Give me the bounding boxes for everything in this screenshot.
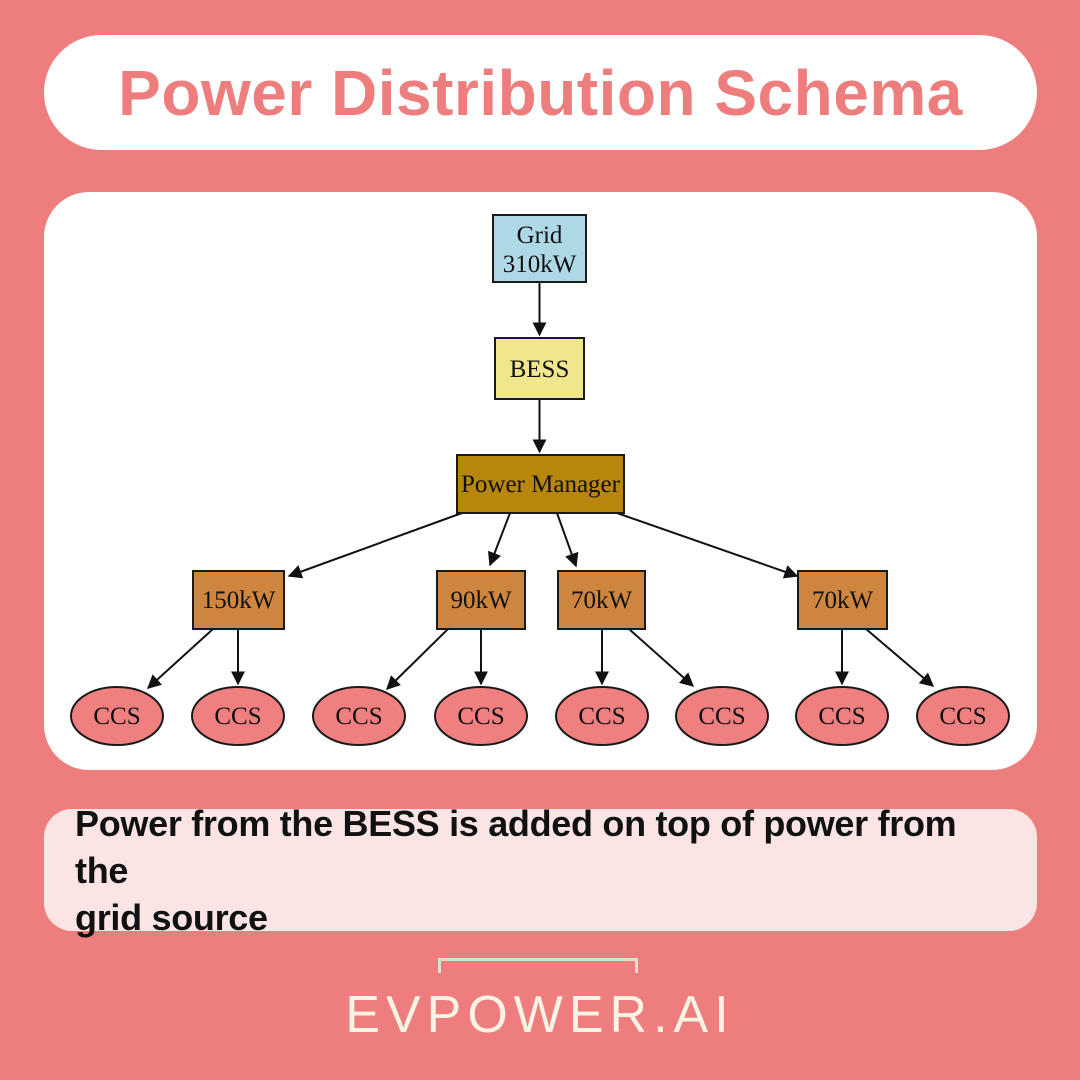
caption-card: Power from the BESS is added on top of p…	[44, 803, 1037, 938]
node-ccs-1: CCS	[70, 686, 164, 746]
page-title: Power Distribution Schema	[118, 56, 963, 129]
ccs-5-ellipse	[555, 686, 649, 746]
node-bess: BESS	[494, 337, 585, 400]
ccs-6-ellipse	[675, 686, 769, 746]
node-charger-4: 70kW	[797, 570, 888, 630]
grid-label-line1: Grid	[517, 222, 563, 249]
edge-charger3-ccs6	[628, 628, 695, 687]
ccs-6-label: CCS	[698, 703, 745, 730]
node-charger-1: 150kW	[192, 570, 285, 630]
ccs-8-label: CCS	[939, 703, 986, 730]
diagram-edges	[146, 282, 935, 690]
ccs-7-label: CCS	[818, 703, 865, 730]
bracket-decoration	[438, 958, 638, 973]
ccs-1-label: CCS	[93, 703, 140, 730]
node-ccs-4: CCS	[434, 686, 528, 746]
ccs-3-ellipse	[312, 686, 406, 746]
charger-3-box	[557, 570, 646, 630]
caption-line-1: Power from the BESS is added on top of p…	[75, 802, 957, 891]
ccs-4-label: CCS	[457, 703, 504, 730]
node-ccs-2: CCS	[191, 686, 285, 746]
node-ccs-3: CCS	[312, 686, 406, 746]
title-banner: Power Distribution Schema	[44, 35, 1037, 150]
charger-2-label: 90kW	[450, 587, 512, 614]
edge-charger2-ccs3	[386, 628, 449, 690]
bess-box	[494, 337, 585, 400]
charger-1-label: 150kW	[202, 587, 276, 614]
diagram-card: Grid 310kW BESS Power Manager 150kW 90kW	[44, 192, 1037, 770]
brand-logo-text: EVPOWER.AI	[345, 986, 735, 1044]
ccs-2-ellipse	[191, 686, 285, 746]
ccs-1-ellipse	[70, 686, 164, 746]
ccs-5-label: CCS	[578, 703, 625, 730]
power-manager-label: Power Manager	[461, 471, 621, 498]
bess-label: BESS	[510, 356, 570, 383]
node-grid-source: Grid 310kW	[492, 214, 587, 283]
charger-4-label: 70kW	[812, 587, 874, 614]
edge-charger4-ccs8	[865, 628, 935, 687]
edge-manager-charger-3	[556, 512, 579, 568]
power-manager-box	[456, 454, 625, 514]
node-ccs-7: CCS	[795, 686, 889, 746]
node-ccs-8: CCS	[916, 686, 1010, 746]
node-charger-2: 90kW	[436, 570, 526, 630]
ccs-2-label: CCS	[214, 703, 261, 730]
grid-box	[492, 214, 587, 283]
ccs-3-label: CCS	[335, 703, 382, 730]
charger-1-box	[192, 570, 285, 630]
caption-line-2: grid source	[75, 896, 268, 938]
grid-label-line2: 310kW	[503, 251, 577, 278]
power-distribution-diagram: Grid 310kW BESS Power Manager 150kW 90kW	[70, 214, 1010, 746]
node-power-manager: Power Manager	[456, 454, 625, 514]
edge-manager-charger-1	[287, 512, 463, 579]
charger-3-label: 70kW	[571, 587, 633, 614]
ccs-4-ellipse	[434, 686, 528, 746]
charger-4-box	[797, 570, 888, 630]
edge-charger1-ccs1	[146, 628, 214, 689]
node-ccs-5: CCS	[555, 686, 649, 746]
ccs-7-ellipse	[795, 686, 889, 746]
node-charger-3: 70kW	[557, 570, 646, 630]
charger-2-box	[436, 570, 526, 630]
edge-manager-charger-4	[616, 512, 799, 579]
ccs-8-ellipse	[916, 686, 1010, 746]
edge-manager-charger-2	[487, 512, 511, 567]
node-ccs-6: CCS	[675, 686, 769, 746]
